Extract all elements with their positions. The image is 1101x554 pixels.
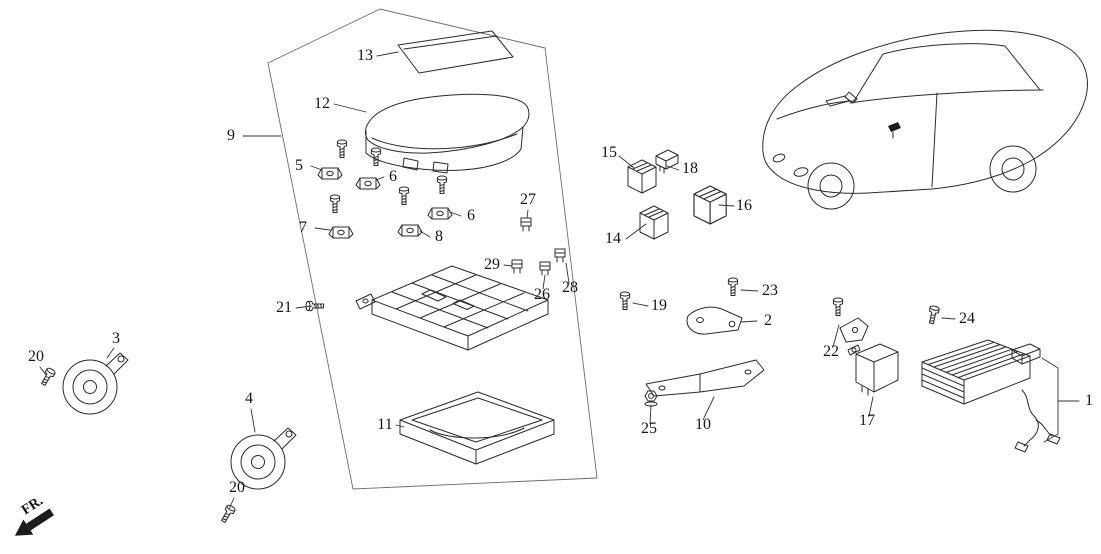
callout-17: 17 bbox=[859, 412, 875, 429]
part-22-bolt-bracket bbox=[832, 297, 869, 343]
fr-direction-arrow: FR. bbox=[14, 494, 54, 536]
callout-3: 3 bbox=[112, 330, 120, 347]
callout-28: 28 bbox=[562, 279, 578, 296]
part-24-bolt bbox=[926, 304, 941, 325]
callout-1: 1 bbox=[1085, 392, 1093, 409]
car-mount-point-marker bbox=[888, 122, 901, 139]
part-20-bolt-b bbox=[218, 503, 237, 525]
part-10-bracket bbox=[645, 359, 765, 397]
leader-bracket-part-1 bbox=[1041, 357, 1080, 443]
part-12-upper-cover bbox=[364, 93, 530, 174]
callout-24: 24 bbox=[959, 310, 975, 327]
part-25-nut bbox=[644, 390, 658, 407]
part-6-clip-b bbox=[427, 175, 453, 220]
part-2-bracket bbox=[686, 306, 743, 335]
callout-9: 9 bbox=[227, 127, 235, 144]
callout-26: 26 bbox=[534, 286, 550, 303]
callout-21: 21 bbox=[276, 299, 292, 316]
callout-27: 27 bbox=[520, 191, 536, 208]
callout-5: 5 bbox=[295, 157, 303, 174]
part-1-harness bbox=[1014, 389, 1061, 453]
callout-6b: 6 bbox=[467, 207, 475, 224]
callout-15: 15 bbox=[601, 144, 617, 161]
callout-7: 7 bbox=[299, 219, 307, 236]
callout-8: 8 bbox=[435, 228, 443, 245]
part-1-control-unit bbox=[921, 339, 1041, 405]
part-14-relay bbox=[639, 205, 669, 240]
part-27-fuse bbox=[520, 217, 532, 232]
part-26-fuse bbox=[539, 261, 551, 276]
part-17-relay-unit bbox=[847, 343, 899, 396]
callout-19: 19 bbox=[651, 297, 667, 314]
callout-16: 16 bbox=[736, 197, 752, 214]
fuse-box-body bbox=[355, 265, 549, 351]
callout-18: 18 bbox=[682, 160, 698, 177]
callout-11: 11 bbox=[377, 416, 392, 433]
part-7-clip bbox=[328, 194, 354, 239]
callout-6a: 6 bbox=[389, 168, 397, 185]
callout-25: 25 bbox=[641, 420, 657, 437]
callout-22: 22 bbox=[823, 343, 839, 360]
callout-20b: 20 bbox=[229, 479, 245, 496]
part-8-clip bbox=[397, 186, 423, 237]
callout-20a: 20 bbox=[28, 348, 44, 365]
callout-10: 10 bbox=[695, 416, 711, 433]
part-23-bolt bbox=[727, 277, 739, 296]
leader-lines bbox=[39, 51, 956, 510]
part-3-horn bbox=[62, 352, 129, 415]
callout-12: 12 bbox=[314, 95, 330, 112]
part-5-clip bbox=[317, 139, 348, 180]
callout-14: 14 bbox=[605, 230, 621, 247]
part-18-relay bbox=[655, 149, 679, 174]
callout-2: 2 bbox=[764, 312, 772, 329]
part-11-lower-cover bbox=[399, 391, 555, 465]
callout-4: 4 bbox=[245, 390, 253, 407]
assembly-boundary bbox=[267, 8, 598, 490]
part-19-bolt bbox=[619, 291, 631, 310]
part-29-fuse bbox=[511, 259, 523, 274]
part-6-clip-a bbox=[355, 147, 382, 190]
part-28-fuse bbox=[554, 248, 566, 263]
callout-23: 23 bbox=[762, 282, 778, 299]
part-13-label-sheet bbox=[397, 30, 514, 74]
car-outline bbox=[762, 29, 1088, 210]
callout-29: 29 bbox=[484, 256, 500, 273]
callout-13: 13 bbox=[357, 47, 373, 64]
part-15-relay bbox=[627, 159, 657, 194]
